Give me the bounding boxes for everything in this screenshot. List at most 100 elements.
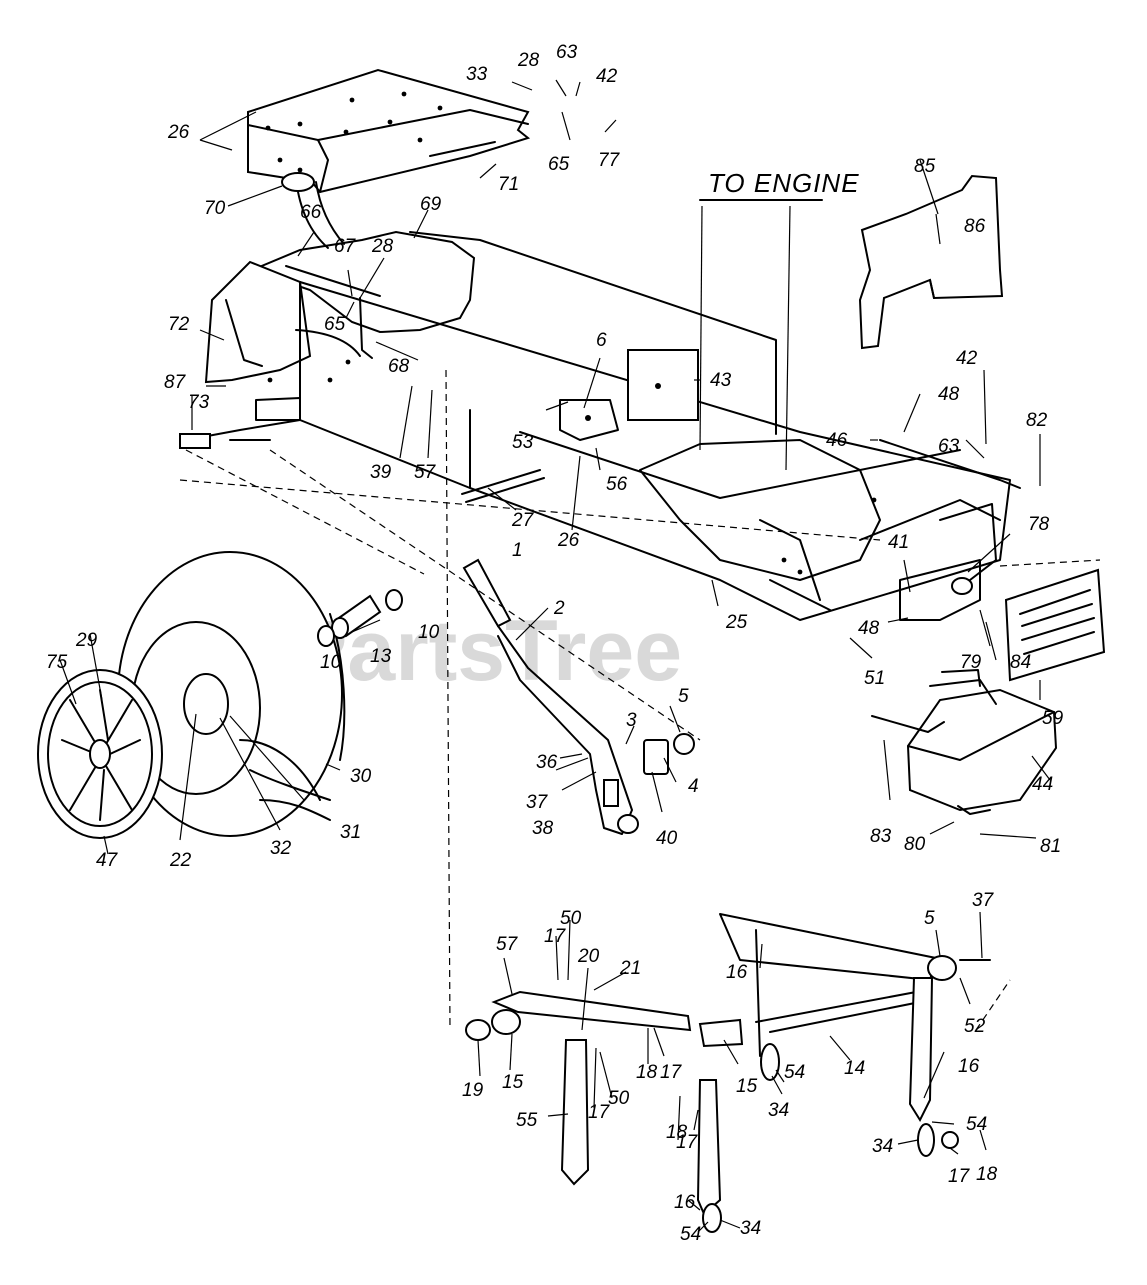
part-label-57: 57 bbox=[496, 934, 519, 955]
part-label-2: 2 bbox=[553, 598, 565, 619]
part-label-78: 78 bbox=[1028, 514, 1050, 535]
front-axle bbox=[179, 397, 545, 503]
part-label-17: 17 bbox=[676, 1132, 699, 1153]
fuel-tank bbox=[249, 172, 476, 359]
part-label-57: 57 bbox=[414, 462, 437, 483]
part-label-29: 29 bbox=[75, 630, 98, 651]
part-label-4: 4 bbox=[688, 776, 699, 797]
part-label-80: 80 bbox=[904, 834, 926, 855]
part-label-10: 10 bbox=[320, 652, 342, 673]
part-label-84: 84 bbox=[1010, 652, 1031, 673]
part-label-19: 19 bbox=[462, 1080, 484, 1101]
seat-pan bbox=[247, 68, 531, 194]
part-label-17: 17 bbox=[660, 1062, 683, 1083]
part-label-26: 26 bbox=[557, 530, 580, 551]
part-label-16: 16 bbox=[726, 962, 748, 983]
part-label-66: 66 bbox=[300, 202, 322, 223]
rear-shield bbox=[858, 174, 1004, 350]
part-label-38: 38 bbox=[532, 818, 554, 839]
part-label-56: 56 bbox=[606, 474, 628, 495]
part-label-15: 15 bbox=[736, 1076, 758, 1097]
part-label-15: 15 bbox=[502, 1072, 524, 1093]
part-label-22: 22 bbox=[169, 850, 192, 871]
part-label-5: 5 bbox=[924, 908, 935, 929]
part-label-83: 83 bbox=[870, 826, 892, 847]
part-label-26: 26 bbox=[167, 122, 190, 143]
part-label-55: 55 bbox=[516, 1110, 538, 1131]
part-label-42: 42 bbox=[956, 348, 978, 369]
part-label-63: 63 bbox=[938, 436, 960, 457]
part-label-79: 79 bbox=[960, 652, 982, 673]
part-label-17: 17 bbox=[544, 926, 567, 947]
main-frame bbox=[267, 231, 1021, 621]
part-label-31: 31 bbox=[340, 822, 361, 843]
part-label-44: 44 bbox=[1032, 774, 1053, 795]
muffler bbox=[871, 568, 1106, 815]
part-label-34: 34 bbox=[740, 1218, 761, 1239]
part-label-50: 50 bbox=[608, 1088, 630, 1109]
part-label-34: 34 bbox=[872, 1136, 893, 1157]
leader-lines bbox=[59, 79, 1051, 1233]
part-label-71: 71 bbox=[498, 174, 519, 195]
part-label-28: 28 bbox=[517, 50, 540, 71]
pedal-lever bbox=[462, 558, 695, 835]
part-label-65: 65 bbox=[548, 154, 570, 175]
part-label-86: 86 bbox=[964, 216, 986, 237]
part-label-34: 34 bbox=[768, 1100, 789, 1121]
part-label-6: 6 bbox=[596, 330, 607, 351]
to-engine-callout: TO ENGINE bbox=[699, 168, 859, 471]
part-label-72: 72 bbox=[168, 314, 190, 335]
part-label-63: 63 bbox=[556, 42, 578, 63]
reference-lines bbox=[179, 369, 1101, 1031]
part-label-28: 28 bbox=[371, 236, 394, 257]
part-label-30: 30 bbox=[350, 766, 372, 787]
part-label-37: 37 bbox=[972, 890, 995, 911]
part-label-54: 54 bbox=[680, 1224, 701, 1245]
part-label-39: 39 bbox=[370, 462, 392, 483]
part-label-59: 59 bbox=[1042, 708, 1064, 729]
part-label-32: 32 bbox=[270, 838, 292, 859]
part-label-10: 10 bbox=[418, 622, 440, 643]
dash-panel bbox=[204, 260, 361, 384]
part-label-3: 3 bbox=[626, 710, 637, 731]
part-label-46: 46 bbox=[826, 430, 848, 451]
part-label-18: 18 bbox=[666, 1122, 688, 1143]
part-label-53: 53 bbox=[512, 432, 534, 453]
part-label-16: 16 bbox=[674, 1192, 696, 1213]
part-label-82: 82 bbox=[1026, 410, 1048, 431]
part-label-87: 87 bbox=[164, 372, 187, 393]
part-label-47: 47 bbox=[96, 850, 119, 871]
part-label-50: 50 bbox=[560, 908, 582, 929]
axle-spacer bbox=[317, 589, 403, 647]
part-label-73: 73 bbox=[188, 392, 210, 413]
part-label-18: 18 bbox=[636, 1062, 658, 1083]
part-label-20: 20 bbox=[577, 946, 600, 967]
part-label-42: 42 bbox=[596, 66, 618, 87]
part-label-1: 1 bbox=[512, 540, 523, 561]
part-label-18: 18 bbox=[976, 1164, 998, 1185]
part-label-48: 48 bbox=[938, 384, 960, 405]
part-label-68: 68 bbox=[388, 356, 410, 377]
part-label-85: 85 bbox=[914, 156, 936, 177]
part-label-81: 81 bbox=[1040, 836, 1061, 857]
part-label-43: 43 bbox=[710, 370, 732, 391]
part-label-40: 40 bbox=[656, 828, 678, 849]
part-label-37: 37 bbox=[526, 792, 549, 813]
part-label-69: 69 bbox=[420, 194, 442, 215]
part-label-48: 48 bbox=[858, 618, 880, 639]
part-label-36: 36 bbox=[536, 752, 558, 773]
part-label-33: 33 bbox=[466, 64, 488, 85]
hubcap bbox=[37, 669, 163, 839]
part-label-27: 27 bbox=[511, 510, 535, 531]
part-label-25: 25 bbox=[725, 612, 748, 633]
part-label-77: 77 bbox=[598, 150, 621, 171]
part-label-54: 54 bbox=[784, 1062, 805, 1083]
part-label-52: 52 bbox=[964, 1016, 986, 1037]
part-label-41: 41 bbox=[888, 532, 909, 553]
part-label-70: 70 bbox=[204, 198, 226, 219]
part-label-51: 51 bbox=[864, 668, 885, 689]
part-label-54: 54 bbox=[966, 1114, 987, 1135]
